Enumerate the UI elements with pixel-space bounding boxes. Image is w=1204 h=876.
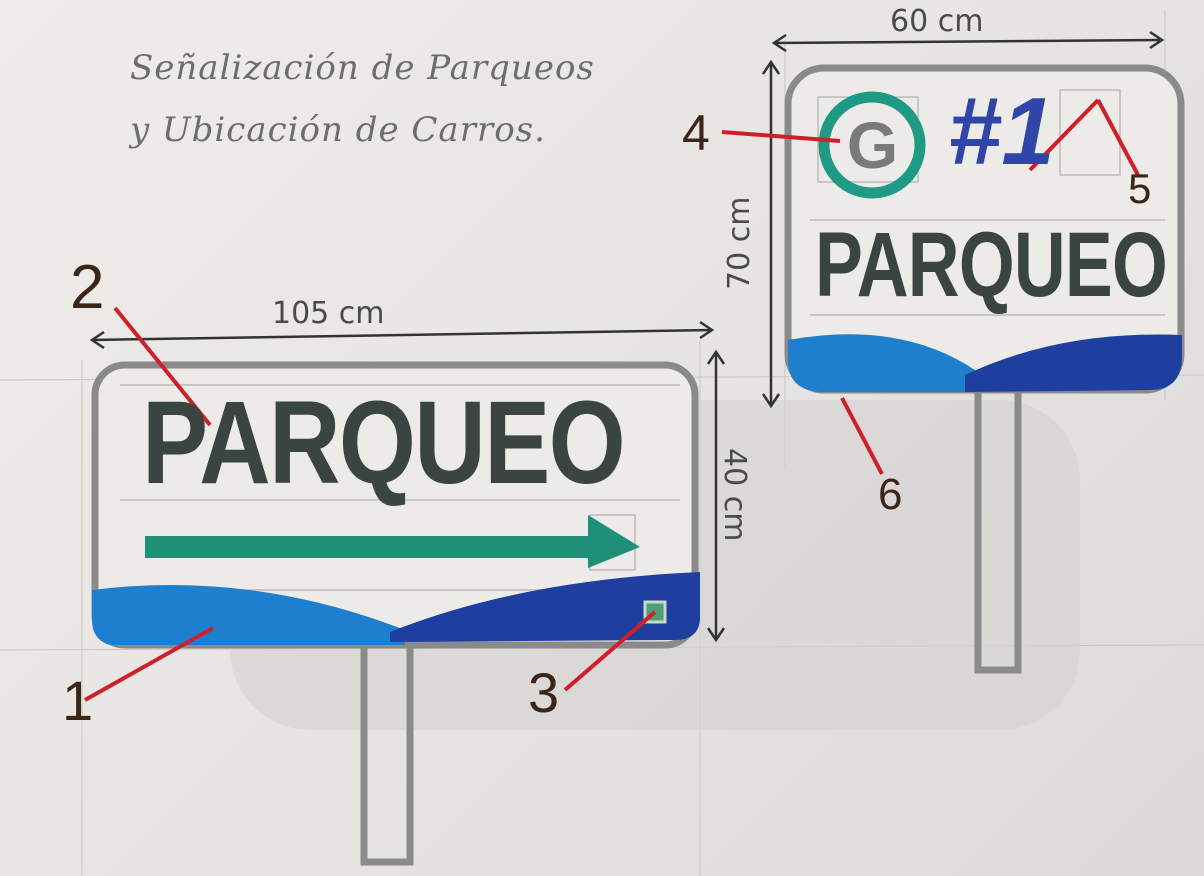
small-light-blue-wave	[788, 334, 975, 392]
callout-number-1: 1	[62, 669, 94, 732]
callout-line-5b	[1096, 99, 1140, 176]
dark-blue-wave	[390, 572, 700, 642]
callout-number-6: 6	[878, 470, 903, 519]
callout-number-5: 5	[1128, 165, 1152, 212]
callout-line-3	[563, 610, 657, 692]
level-circle	[818, 91, 926, 199]
direction-arrow-head	[588, 515, 640, 568]
dimension-small-height: 70 cm	[722, 196, 757, 290]
callout-line-6	[840, 397, 884, 475]
small-sign	[784, 64, 1185, 674]
callout-number-4: 4	[682, 105, 710, 161]
small-dark-blue-wave	[965, 334, 1182, 392]
callout-number-3: 3	[528, 661, 560, 724]
sketch-title-line-1: Señalización de Parqueos	[130, 48, 595, 88]
dimension-large-width: 105 cm	[272, 296, 385, 331]
callout-line-2	[113, 306, 212, 427]
parking-number: #1	[948, 78, 1055, 185]
large-sign	[91, 361, 700, 866]
callout-line-1	[84, 626, 214, 702]
callout-line-4	[721, 130, 841, 143]
dimension-large-height: 40 cm	[717, 448, 752, 542]
callout-lines	[84, 98, 1140, 702]
callout-line-5a	[1028, 98, 1100, 172]
level-letter: G	[846, 108, 899, 182]
direction-arrow-shaft	[145, 536, 595, 558]
dimension-small-width: 60 cm	[890, 4, 984, 39]
light-blue-wave	[92, 585, 405, 645]
dimension-lines	[89, 30, 1165, 643]
large-sign-text: PARQUEO	[142, 377, 626, 509]
sketch-title-line-2: y Ubicación de Carros.	[130, 110, 546, 150]
callout-number-2: 2	[70, 253, 105, 322]
small-sign-text: PARQUEO	[815, 214, 1168, 316]
